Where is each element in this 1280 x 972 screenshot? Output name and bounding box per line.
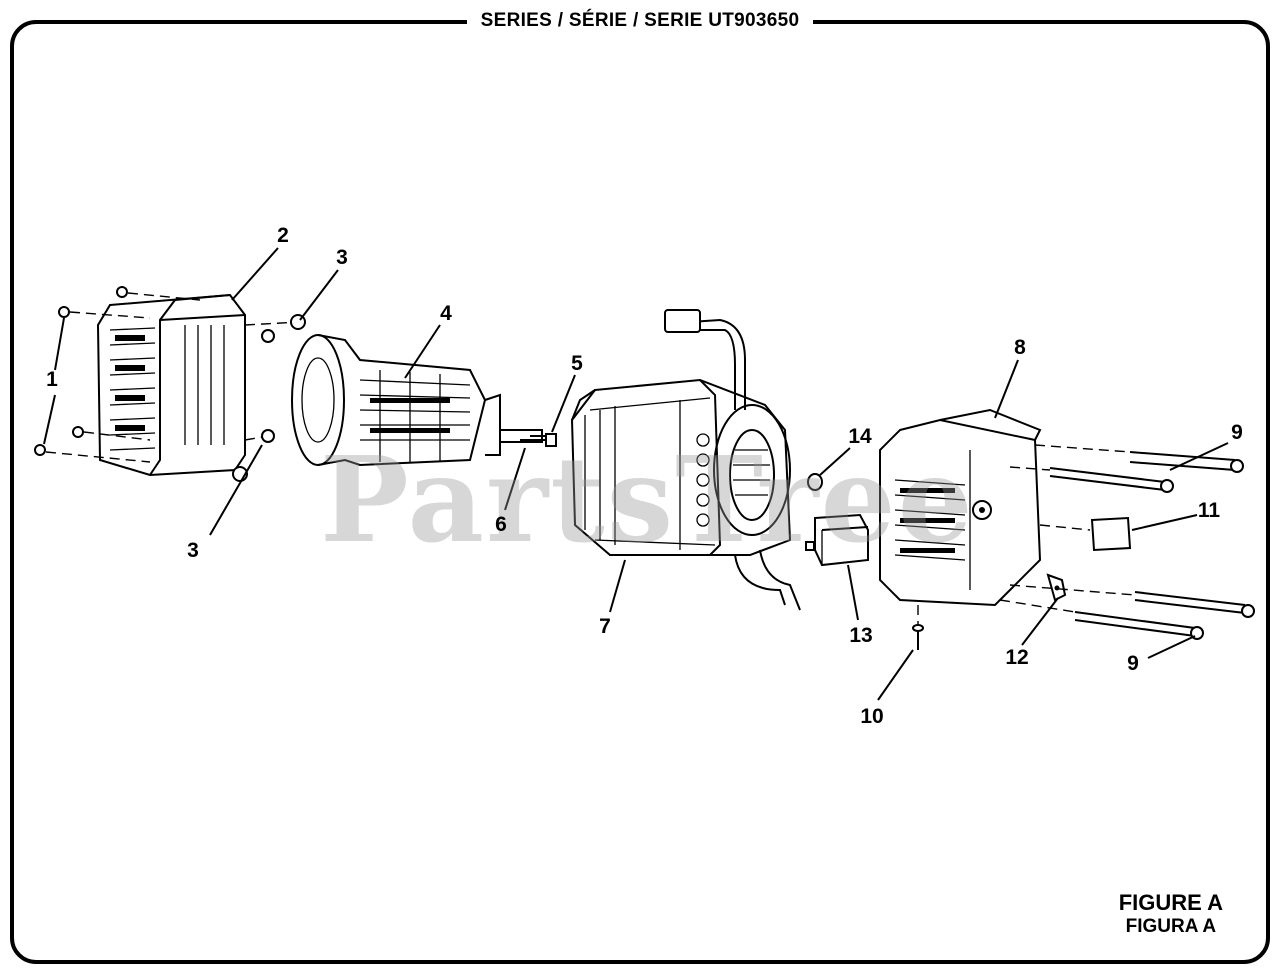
callout-2: 2 (277, 224, 289, 247)
mounting-screw (912, 605, 924, 650)
end-bell-housing (96, 293, 246, 477)
leader-lines (209, 247, 1229, 701)
callout-9-bottom: 9 (1127, 652, 1139, 675)
capacitor (805, 473, 869, 567)
housing-screws (34, 286, 201, 463)
series-title: SERIES / SÉRIE / SERIE UT903650 (0, 10, 1280, 32)
callout-4: 4 (440, 302, 452, 325)
callout-10: 10 (860, 705, 884, 728)
callout-3-bottom: 3 (187, 539, 199, 562)
callout-3-top: 3 (336, 246, 348, 269)
callout-11: 11 (1197, 499, 1221, 522)
callout-9-top: 9 (1231, 421, 1243, 444)
callout-8: 8 (1014, 336, 1026, 359)
callout-6: 6 (495, 513, 507, 536)
callout-14: 14 (848, 425, 872, 448)
cover-plate (1039, 516, 1132, 552)
figure-label-spanish: FIGURA A (1125, 916, 1217, 937)
callout-1: 1 (46, 368, 58, 391)
rotor-assembly (291, 334, 545, 467)
clamp (1046, 573, 1067, 602)
front-end-cover (879, 408, 1042, 607)
callout-5: 5 (571, 352, 583, 375)
callout-12: 12 (1005, 646, 1029, 669)
figure-label: FIGURE A (1118, 890, 1223, 915)
through-bolts (999, 444, 1255, 640)
callout-7: 7 (599, 615, 611, 638)
partstree-watermark: PartsTree (320, 430, 975, 569)
stator-assembly (570, 309, 801, 611)
figure-caption: FIGURE A FIGURA A (1119, 890, 1223, 938)
callout-13: 13 (849, 624, 873, 647)
rotor-bolt (520, 433, 557, 447)
